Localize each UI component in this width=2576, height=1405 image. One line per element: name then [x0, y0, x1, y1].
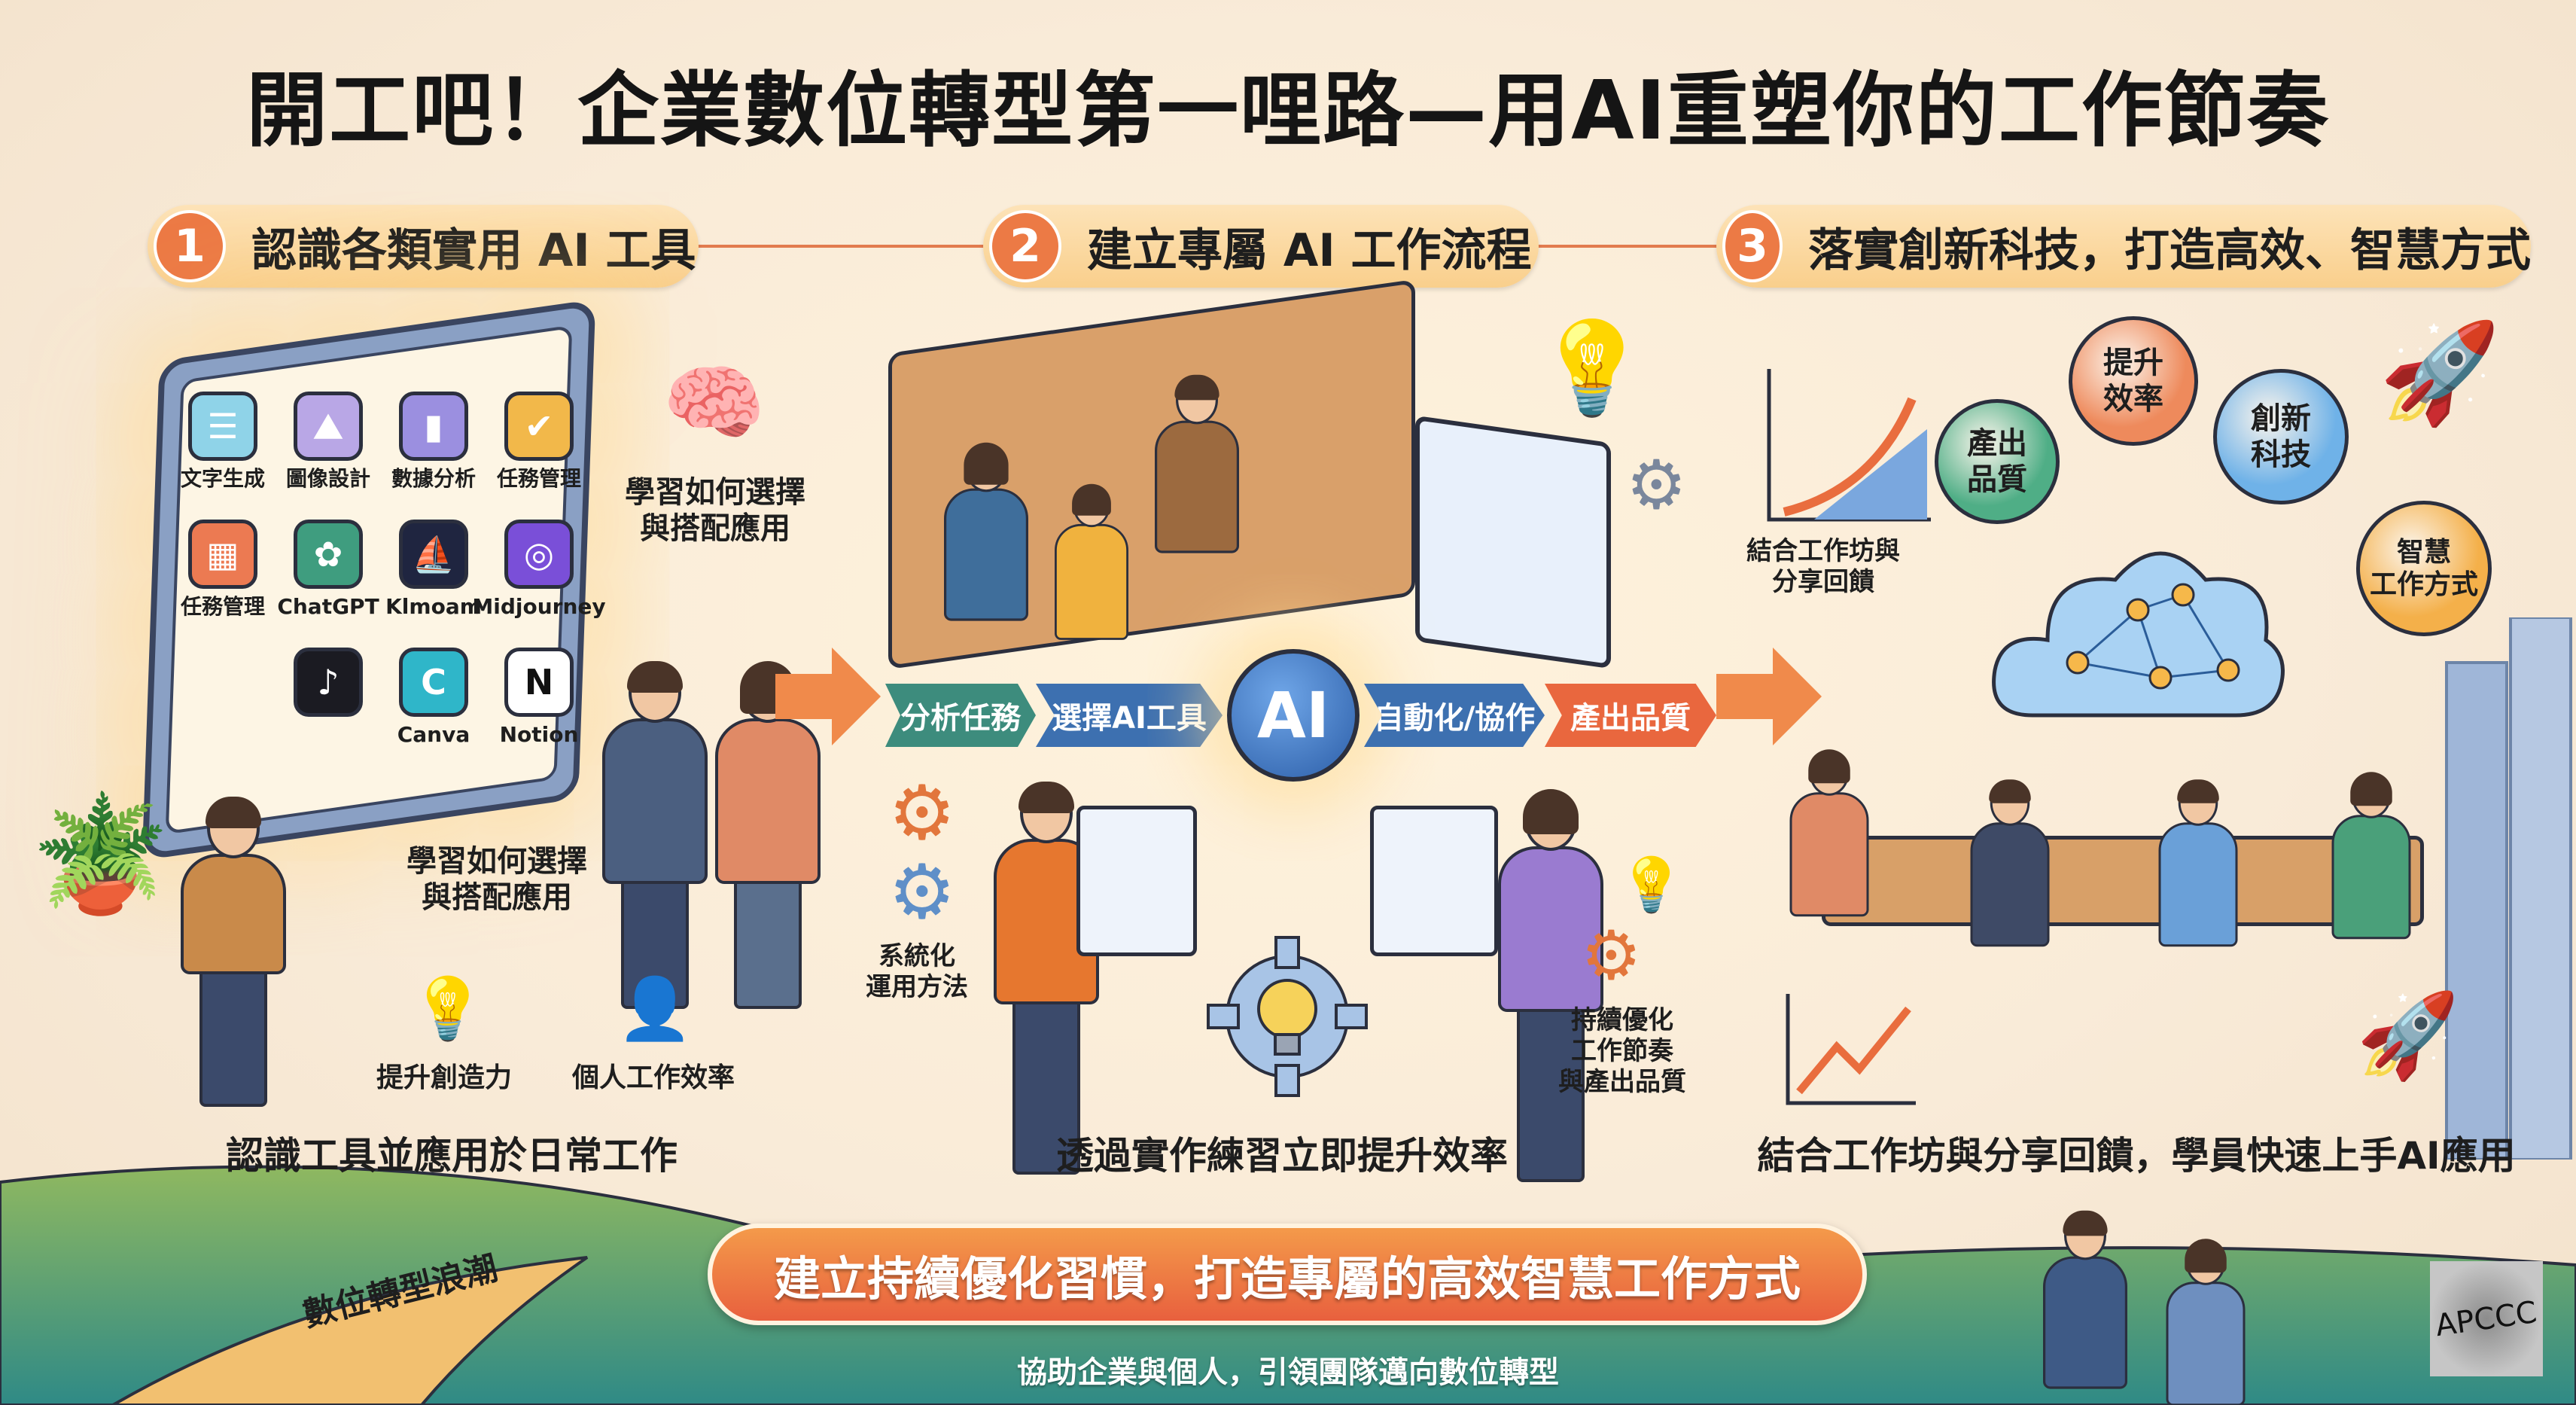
watermark-text: APCCC: [2433, 1294, 2540, 1343]
rocket-icon: 🚀: [2379, 315, 2501, 430]
section1-caption: 認識工具並應用於日常工作: [226, 1134, 677, 1178]
creativity-label: 提升創造力: [376, 1062, 513, 1093]
midjourney-icon: ◎: [504, 520, 574, 589]
person-figure: [1055, 483, 1128, 640]
document-icon: ☰: [188, 392, 257, 461]
learn-label-bottom: 學習如何選擇 與搭配應用: [406, 844, 587, 915]
growth-chart-icon: [1786, 994, 1916, 1105]
optimize-label: 持續優化 工作節奏 與產出品質: [1558, 1005, 1686, 1097]
ai-cloud-network-icon: [1992, 551, 2285, 718]
arrow-right-icon: [1716, 648, 1822, 745]
arrow-right-icon: [775, 648, 881, 745]
app-label: 任務管理: [496, 466, 582, 491]
bottom-subtitle: 協助企業與個人，引領團隊邁向數位轉型: [1017, 1355, 1559, 1390]
gear-icon: ⚙: [1581, 916, 1642, 995]
gear-icon: ⚙: [888, 769, 956, 857]
bubble-quality: 產出 品質: [1935, 399, 2060, 524]
flow-step-analyze: 分析任務: [885, 684, 1036, 747]
section2-caption: 透過實作練習立即提升效率: [1056, 1134, 1508, 1178]
watermark-logo: APCCC: [2430, 1261, 2543, 1376]
flow-step-automate: 自動化/協作: [1364, 684, 1545, 747]
ai-screen: [1415, 415, 1611, 669]
lightbulb-icon: 💡: [1618, 854, 1685, 916]
step-1-header: 1 認識各類實用 AI 工具: [148, 205, 699, 288]
step-1-label: 認識各類實用 AI 工具: [251, 224, 696, 277]
ai-hub: AI: [1227, 649, 1360, 782]
tiktok-icon: ♪: [294, 648, 363, 717]
step-2-label: 建立專屬 AI 工作流程: [1087, 224, 1532, 277]
step-connector: [693, 245, 994, 248]
city-buildings-icon: [2445, 617, 2572, 1160]
step-1-number: 1: [154, 210, 226, 282]
person-figure: [944, 442, 1028, 621]
growth-chart-icon: [1767, 369, 1931, 522]
gear-icon: ⚙: [1626, 446, 1687, 525]
gear-lightbulb-icon: [1207, 936, 1368, 1097]
notion-icon: N: [504, 648, 574, 717]
gear-icon: ⚙: [888, 848, 956, 936]
rocket-icon: 🚀: [2356, 987, 2459, 1083]
step-2-number: 2: [989, 210, 1061, 282]
efficiency-label: 個人工作效率: [572, 1062, 735, 1093]
learn-label-top: 學習如何選擇 與搭配應用: [625, 475, 805, 546]
person-figure: [2158, 779, 2238, 947]
step-3-number: 3: [1722, 210, 1783, 282]
person-figure: [2166, 1239, 2246, 1405]
person-figure: [1498, 789, 1603, 1182]
step-2-header: 2 建立專屬 AI 工作流程: [983, 205, 1539, 288]
bottom-banner: 建立持續優化習慣，打造專屬的高效智慧工作方式: [708, 1224, 1867, 1325]
app-label: ChatGPT: [277, 594, 379, 619]
chatgpt-icon: ✿: [294, 520, 363, 589]
person-figure: [1789, 749, 1869, 917]
checkbox-icon: ✔: [504, 392, 574, 461]
app-label: Canva: [397, 722, 470, 747]
app-label: Midjourney: [472, 594, 606, 619]
plant-icon: 🪴: [30, 789, 171, 920]
app-label: 文字生成: [180, 466, 266, 491]
screen-panel: [1076, 806, 1197, 956]
workshop-table: [1822, 836, 2424, 926]
person-figure: [1155, 374, 1239, 553]
app-label: 圖像設計: [285, 466, 371, 491]
flow-step-select-tool: 選擇AI工具: [1036, 684, 1223, 747]
step-connector: [1528, 245, 1724, 248]
calendar-icon: ▦: [188, 520, 257, 589]
app-label: 數據分析: [391, 466, 477, 491]
bar-chart-icon: ▮: [399, 392, 468, 461]
lightbulb-icon: 💡: [1536, 316, 1649, 421]
person-figure: [2043, 1210, 2127, 1389]
sail-icon: ⛵: [399, 520, 468, 589]
person-figure: [2331, 772, 2411, 940]
step-3-label: 落實創新科技，打造高效、智慧方式: [1808, 224, 2531, 277]
bubble-efficiency: 提升 效率: [2069, 316, 2198, 446]
bubble-smart-work: 智慧 工作方式: [2356, 501, 2492, 636]
app-label: Notion: [499, 722, 579, 747]
section3-caption: 結合工作坊與分享回饋，學員快速上手AI應用: [1757, 1134, 2516, 1178]
screen-panel: [1370, 806, 1498, 956]
page-title: 開工吧！企業數位轉型第一哩路—用AI重塑你的工作節奏: [246, 64, 2330, 158]
canva-icon: C: [399, 648, 468, 717]
step-3-header: 3 落實創新科技，打造高效、智慧方式: [1716, 205, 2531, 288]
person-figure: [602, 661, 708, 1009]
person-icon: 👤: [617, 974, 693, 1044]
app-label: 任務管理: [180, 594, 266, 619]
app-label: Klmoam: [385, 594, 482, 619]
bubble-innovation: 創新 科技: [2213, 369, 2349, 504]
systematic-label: 系統化 運用方法: [866, 941, 968, 1002]
image-icon: ⛰: [294, 392, 363, 461]
brain-head-icon: 🧠: [662, 355, 766, 451]
person-figure: [715, 661, 821, 1009]
person-figure: [181, 797, 286, 1107]
flow-step-output: 產出品質: [1545, 684, 1716, 747]
workshop-label: 結合工作坊與 分享回饋: [1746, 536, 1900, 597]
lightbulb-icon: 💡: [410, 974, 486, 1044]
person-figure: [1970, 779, 2050, 947]
